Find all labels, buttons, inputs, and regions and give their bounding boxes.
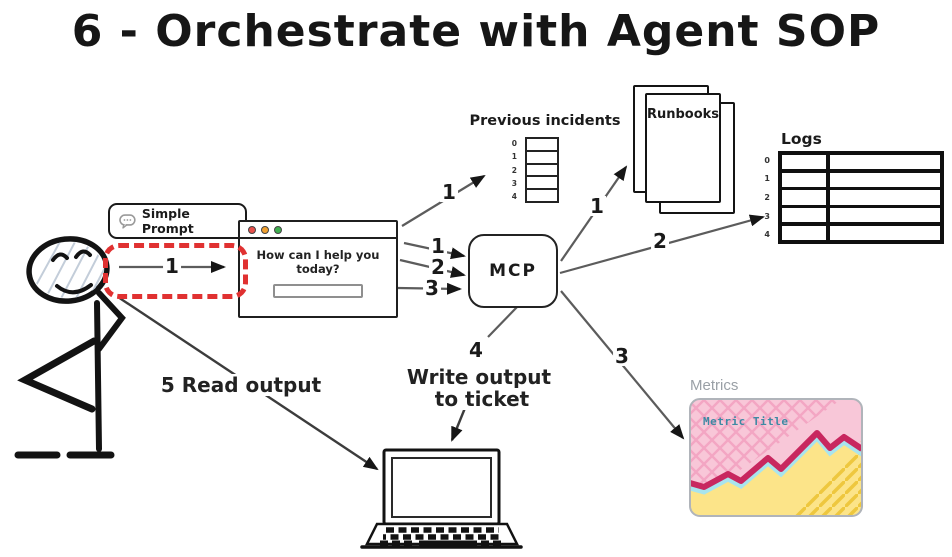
- mcp-label: MCP: [489, 261, 537, 281]
- page-title: 6 - Orchestrate with Agent SOP: [71, 6, 881, 57]
- line-mcp-write-step: [487, 305, 519, 338]
- write-output-caption-line1: Write output: [403, 366, 555, 388]
- previous-incidents-table: [525, 137, 559, 203]
- row-index: 0: [511, 139, 517, 149]
- speech-bubble-icon: [119, 213, 136, 229]
- row-index: 4: [511, 191, 517, 201]
- row-index: 2: [511, 165, 517, 175]
- logs-indices: 0 1 2 3 4: [758, 151, 773, 244]
- traffic-light-red: [248, 225, 256, 234]
- metric-chart-title: Metric Title: [703, 415, 789, 428]
- table-cell: [829, 155, 940, 170]
- table-row: [527, 149, 557, 163]
- arrow-write-to-laptop: [450, 407, 467, 442]
- runbooks-stack: Runbooks: [632, 83, 736, 215]
- mcp-node: MCP: [468, 234, 558, 308]
- previous-incidents-title: Previous incidents: [469, 113, 621, 129]
- step-label-1-user: 1: [163, 254, 181, 278]
- table-cell: [829, 172, 940, 187]
- table-cell: [782, 208, 826, 223]
- table-cell: [829, 208, 940, 223]
- row-index: 4: [764, 230, 770, 240]
- row-index: 2: [764, 192, 770, 202]
- simple-prompt-bubble: Simple Prompt: [108, 203, 247, 239]
- chat-input: [273, 284, 363, 298]
- metrics-section-label: Metrics: [690, 377, 739, 394]
- step-label-3-metrics: 3: [613, 344, 631, 368]
- row-index: 1: [764, 174, 770, 184]
- table-row: [527, 162, 557, 176]
- browser-window: How can I help you today?: [238, 220, 398, 318]
- step-label-4-write: 4: [467, 338, 485, 362]
- table-cell: [782, 155, 826, 170]
- table-row: [527, 188, 557, 201]
- step-label-1-runbooks: 1: [588, 194, 606, 218]
- table-cell: [782, 225, 826, 240]
- table-cell: [829, 190, 940, 205]
- row-index: 3: [764, 211, 770, 221]
- table-cell: [782, 190, 826, 205]
- step1-highlight-box: [103, 243, 248, 299]
- table-cell: [782, 172, 826, 187]
- runbook-page-front: Runbooks: [645, 93, 721, 203]
- step-label-3-mcp: 3: [423, 276, 441, 300]
- write-output-caption-line2: to ticket: [431, 388, 533, 410]
- read-output-caption: 5 Read output: [157, 374, 325, 396]
- step-label-2-mcp: 2: [429, 255, 447, 279]
- table-cell: [829, 225, 940, 240]
- chat-greeting: How can I help you today?: [256, 248, 380, 276]
- traffic-light-green: [274, 225, 282, 234]
- runbooks-title: Runbooks: [646, 107, 720, 122]
- browser-title-bar: [240, 222, 396, 239]
- metrics-chart: [689, 398, 863, 517]
- person-icon: [14, 236, 126, 459]
- table-row: [527, 175, 557, 188]
- simple-prompt-label: Simple Prompt: [141, 206, 194, 236]
- step-label-1-mcp: 1: [429, 234, 447, 258]
- row-index: 0: [764, 155, 770, 165]
- row-index: 1: [511, 152, 517, 162]
- previous-incidents-indices: 0 1 2 3 4: [505, 137, 521, 203]
- logs-title: Logs: [781, 130, 822, 148]
- laptop-icon: [360, 448, 523, 549]
- step-label-2-logs: 2: [651, 229, 669, 253]
- step-label-1-incidents: 1: [440, 180, 458, 204]
- row-index: 3: [511, 178, 517, 188]
- traffic-light-yellow: [261, 225, 269, 234]
- logs-table: [778, 151, 944, 244]
- table-row: [527, 139, 557, 150]
